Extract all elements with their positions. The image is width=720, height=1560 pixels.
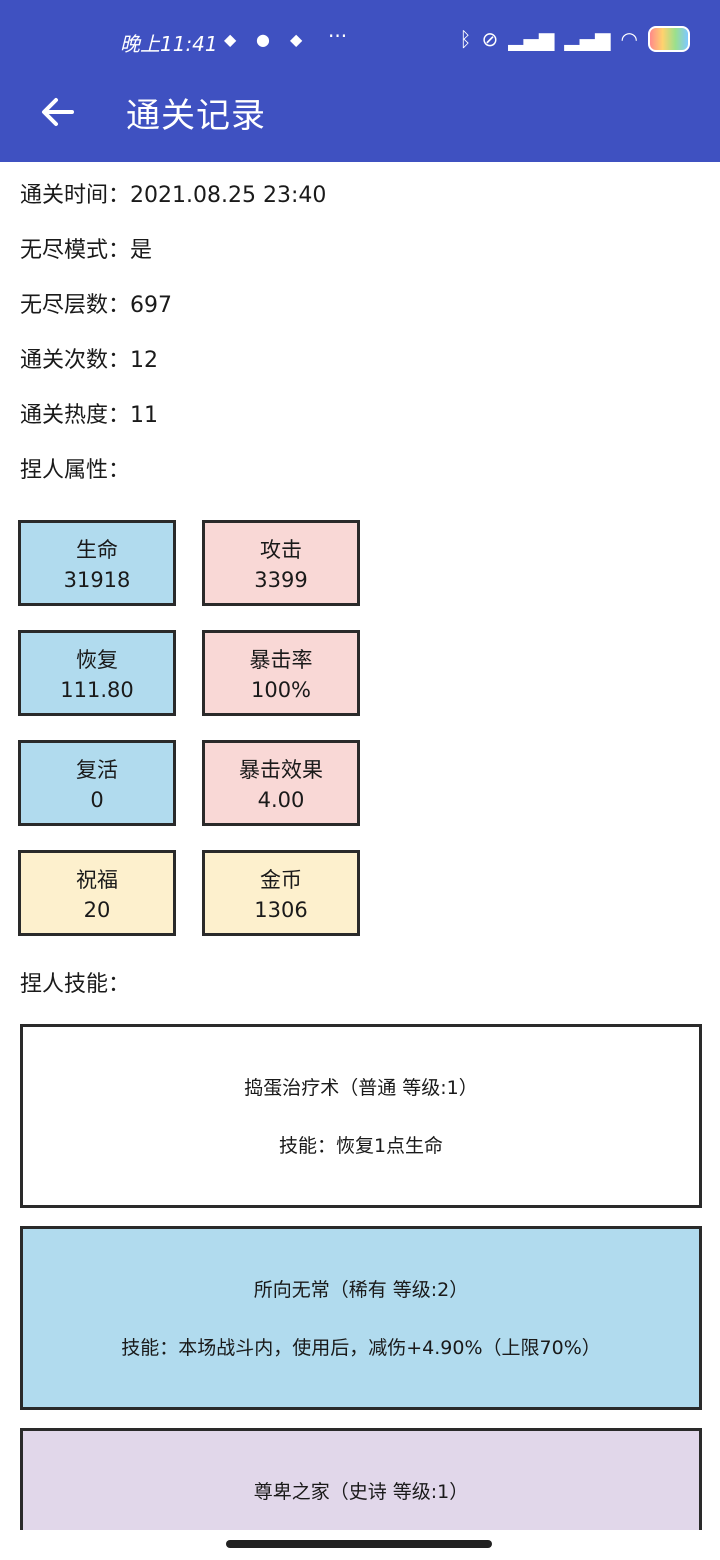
skill-card-2: 所向无常（稀有 等级:2） 技能：本场战斗内，使用后，减伤+4.90%（上限70… [20,1226,702,1410]
info-row-endless-floor: 无尽层数：697 [20,293,173,318]
info-row-clear-count: 通关次数：12 [20,348,159,373]
attributes-heading: 捏人属性： [20,458,131,483]
wifi-icon: ◠ [620,27,638,51]
shield-icon-2: ◆ [290,30,303,49]
info-row-endless-mode: 无尽模式：是 [20,238,153,263]
back-arrow-icon[interactable] [38,92,78,132]
page-title: 通关记录 [126,96,266,136]
info-row-heat: 通关热度：11 [20,403,159,428]
signal-icon-2: ▂▄▆ [564,27,611,51]
status-right-icons: ᛒ ⊘ ▂▄▆ ▂▄▆ ◠ [459,26,690,52]
status-bar: 晚上11:41 ◆ ● ◆ ··· ᛒ ⊘ ▂▄▆ ▂▄▆ ◠ [0,18,720,64]
more-icon: ··· [328,24,348,48]
mute-icon: ⊘ [481,27,499,51]
signal-icon: ▂▄▆ [508,27,555,51]
home-gesture-handle[interactable] [226,1540,492,1548]
info-row-clear-time: 通关时间：2021.08.25 23:40 [20,183,327,208]
skill-name: 尊卑之家（史诗 等级:1） [253,1481,469,1503]
skills-heading: 捏人技能： [20,972,131,997]
skill-desc: 技能：本场战斗内，使用后，减伤+4.90%（上限70%） [121,1337,601,1359]
skill-name: 所向无常（稀有 等级:2） [253,1279,469,1301]
app-bar: 晚上11:41 ◆ ● ◆ ··· ᛒ ⊘ ▂▄▆ ▂▄▆ ◠ 通关记录 [0,0,720,162]
skill-card-1: 捣蛋治疗术（普通 等级:1） 技能：恢复1点生命 [20,1024,702,1208]
status-time: 晚上11:41 [120,32,218,56]
skill-desc: 技能：恢复1点生命 [278,1135,444,1157]
skill-name: 捣蛋治疗术（普通 等级:1） [244,1077,478,1099]
battery-icon [648,26,690,52]
chat-icon: ● [256,30,270,49]
shield-icon: ◆ [224,30,237,49]
bluetooth-icon: ᛒ [459,27,472,51]
